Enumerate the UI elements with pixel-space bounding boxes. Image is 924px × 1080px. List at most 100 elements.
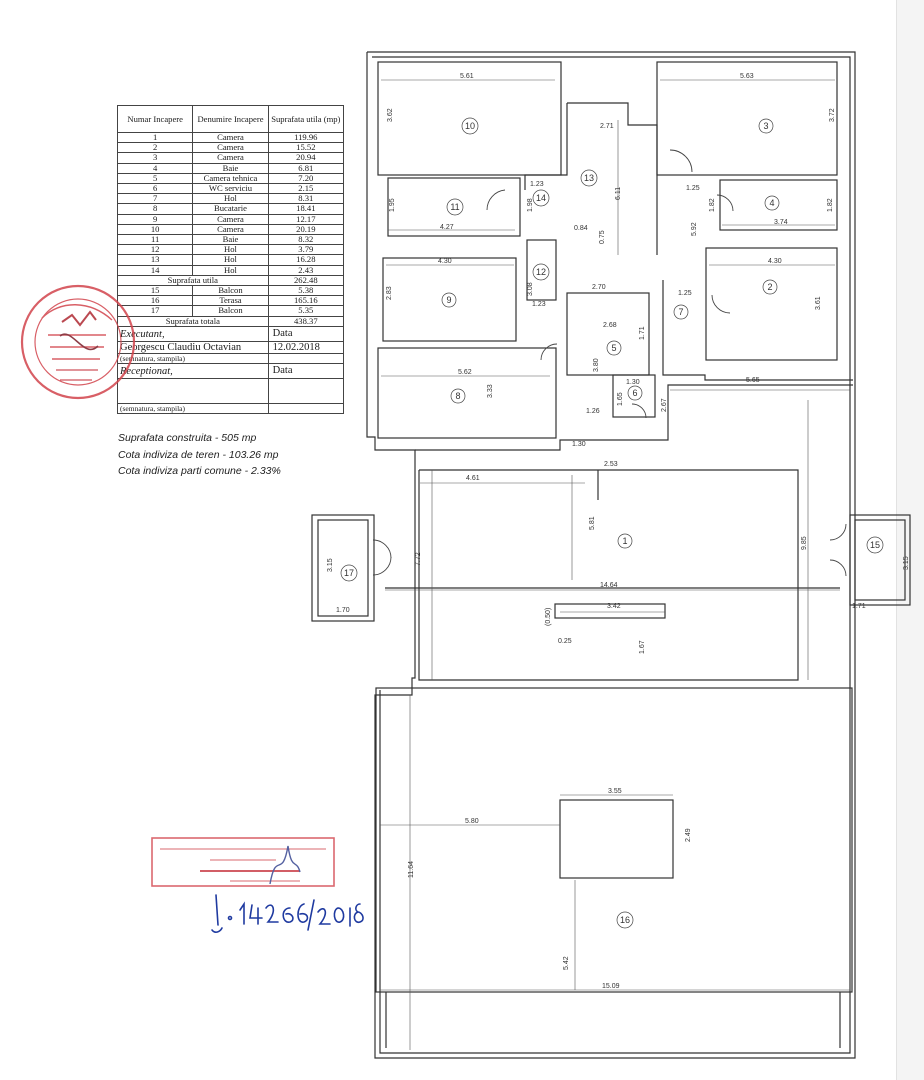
room-10-wall [377, 61, 562, 176]
room-3-wall [656, 61, 838, 176]
built-area-line: Suprafata construita - 505 mp [118, 432, 257, 444]
room-1-column [554, 603, 666, 619]
dim-label: 5.65 [746, 377, 760, 384]
room-number: 16 [620, 915, 630, 925]
plan-dimension-labels: 5.61 3.62 5.63 3.72 2.71 6.11 1.23 1.98 … [327, 73, 910, 990]
outer-wall [366, 51, 856, 1059]
dim-label: 3.74 [774, 219, 788, 226]
room-area-cell: 20.94 [267, 152, 345, 164]
room-8-wall [377, 347, 557, 439]
dim-label: 3.33 [487, 384, 494, 398]
dim-label: 1.65 [617, 392, 624, 406]
header-room-name: Denumire Incapere [192, 105, 269, 133]
room-area-cell: 5.35 [267, 305, 345, 317]
dim-label: 3.15 [327, 558, 334, 572]
dim-label: 4.27 [440, 224, 454, 231]
dim-label: 4.61 [466, 475, 480, 482]
room-13-wall [567, 102, 658, 255]
dim-label: 0.84 [574, 225, 588, 232]
handwritten-registration-number [211, 894, 364, 933]
room-number: 15 [870, 540, 880, 550]
balcony-17-wall [311, 514, 375, 622]
balcony-15-wall [849, 514, 911, 606]
dim-label: 1.23 [532, 301, 546, 308]
dim-label: 2.83 [386, 286, 393, 300]
dim-label: 11.64 [408, 861, 415, 878]
dim-label: 2.68 [603, 322, 617, 329]
room-number: 10 [465, 121, 475, 131]
dim-label: 5.81 [589, 516, 596, 530]
room-1-wall [415, 384, 853, 451]
common-parts-share-line: Cota indiviza parti comune - 2.33% [118, 465, 281, 477]
room-number: 8 [455, 391, 460, 401]
room-area-cell: 18.41 [267, 203, 345, 215]
dim-label: 1.23 [530, 181, 544, 188]
dim-label: 5.63 [740, 73, 754, 80]
dim-label: 0.75 [599, 230, 606, 244]
dim-label: 1.26 [586, 408, 600, 415]
terrace-skylight [559, 799, 674, 879]
room-number: 1 [622, 536, 627, 546]
useful-area-value: 262.48 [267, 274, 345, 287]
room-4-wall [719, 179, 838, 231]
dim-label: 1.82 [709, 198, 716, 212]
room-number: 13 [584, 173, 594, 183]
room-area-cell: 8.32 [267, 234, 345, 246]
room-area-cell: 16.28 [267, 254, 345, 266]
dim-label: 1.95 [389, 198, 396, 212]
dim-label: 1.30 [626, 379, 640, 386]
dim-label: 0.25 [558, 638, 572, 645]
room-area-cell: 2.15 [267, 183, 345, 195]
dim-label: (0.50) [545, 608, 552, 626]
dim-label: 1.98 [527, 198, 534, 212]
room-area-cell: 15.52 [267, 142, 345, 154]
dim-label: 1.67 [639, 640, 646, 654]
room-number: 9 [446, 295, 451, 305]
dim-label: 4.30 [768, 258, 782, 265]
room-6-wall [612, 374, 656, 418]
dim-label: 1.70 [336, 607, 350, 614]
room-area-cell: 165.16 [267, 295, 345, 307]
room-5-wall [566, 292, 650, 376]
room-number: 7 [678, 307, 683, 317]
dim-label: 3.61 [815, 296, 822, 310]
dim-label: 5.42 [563, 956, 570, 970]
room-area-cell: 2.43 [267, 264, 345, 276]
room-area-cell: 20.19 [267, 223, 345, 236]
terrace-16-wall [375, 687, 853, 993]
dim-label: 6.11 [615, 187, 622, 200]
dim-label: 3.62 [387, 108, 394, 122]
receptionat-blank [117, 377, 269, 404]
dim-label: 2.70 [592, 284, 606, 291]
room-number: 5 [611, 343, 616, 353]
room-area-cell: 119.96 [267, 131, 345, 144]
cadastral-office-stamp [151, 837, 335, 887]
room-area-cell: 5.38 [267, 285, 345, 297]
room-area-cell: 6.81 [267, 162, 345, 174]
plan-dimension-lines [380, 79, 850, 1050]
land-share-line: Cota indiviza de teren - 103.26 mp [118, 448, 279, 461]
dim-label: 3.42 [607, 603, 621, 610]
dim-label: 4.30 [438, 258, 452, 265]
room-area-cell: 8.31 [267, 193, 345, 205]
dim-label: 3.08 [527, 282, 534, 296]
dim-label: 2.71 [600, 123, 614, 130]
dim-label: 1.25 [678, 290, 692, 297]
header-room-number: Numar Incapere [116, 105, 194, 133]
dim-label: 3.80 [593, 358, 600, 372]
room-number: 14 [536, 193, 546, 203]
room-7-wall [662, 280, 853, 381]
room-number: 6 [632, 388, 637, 398]
